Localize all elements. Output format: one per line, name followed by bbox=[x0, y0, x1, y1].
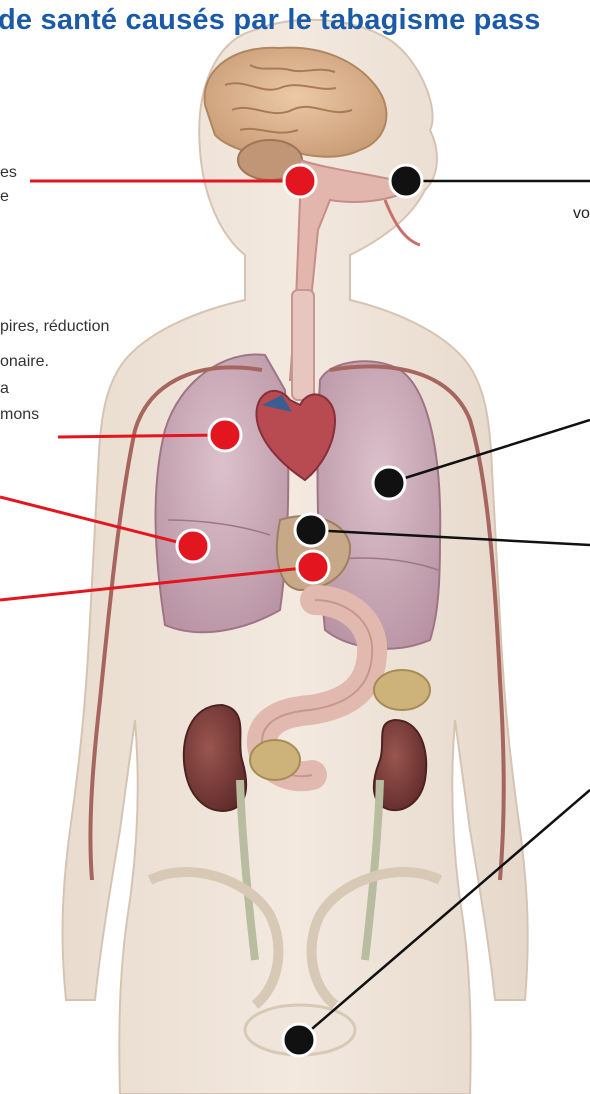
black-marker-pelvis bbox=[283, 1024, 315, 1056]
page-title: de santé causés par le tabagisme pass bbox=[0, 4, 541, 37]
label-fragment-l6: mons bbox=[0, 406, 39, 424]
label-fragment-l1: es bbox=[0, 164, 17, 182]
trachea bbox=[292, 290, 314, 400]
label-fragment-r1: vo bbox=[573, 205, 590, 223]
label-fragment-l2: e bbox=[0, 188, 9, 206]
black-marker-lung-right bbox=[373, 467, 405, 499]
red-marker-liver bbox=[297, 551, 329, 583]
black-marker-nose bbox=[390, 165, 422, 197]
label-fragment-l3: pires, réduction bbox=[0, 318, 109, 336]
red-marker-lung-lower bbox=[177, 530, 209, 562]
red-marker-lung-upper bbox=[209, 419, 241, 451]
label-fragment-l4: onaire. bbox=[0, 353, 49, 371]
label-fragment-l5: a bbox=[0, 380, 9, 398]
red-marker-brain bbox=[284, 165, 316, 197]
black-marker-heart bbox=[295, 514, 327, 546]
